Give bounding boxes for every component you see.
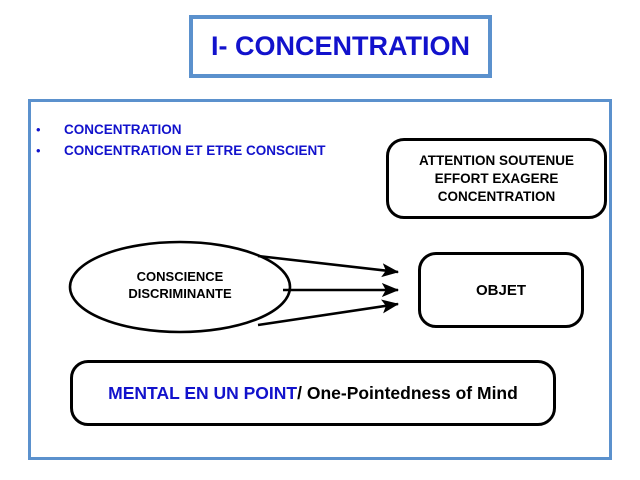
bullet-marker-icon: • — [36, 122, 41, 137]
mental-box-text: MENTAL EN UN POINT/ One-Pointedness of M… — [108, 380, 518, 406]
list-item: • CONCENTRATION — [36, 120, 396, 139]
list-item-label: CONCENTRATION ET ETRE CONSCIENT — [64, 143, 326, 158]
list-item: • CONCENTRATION ET ETRE CONSCIENT — [36, 141, 396, 160]
list-item-label: CONCENTRATION — [64, 122, 182, 137]
attention-line-1: ATTENTION SOUTENUE — [419, 152, 574, 168]
mental-highlight-text: MENTAL EN UN POINT — [108, 383, 298, 403]
conscience-ellipse-label: CONSCIENCE DISCRIMINANTE — [70, 268, 290, 302]
attention-box: ATTENTION SOUTENUE EFFORT EXAGERE CONCEN… — [386, 138, 607, 219]
attention-line-2: EFFORT EXAGERE — [434, 170, 559, 186]
attention-line-3: CONCENTRATION — [437, 188, 556, 204]
mental-box: MENTAL EN UN POINT/ One-Pointedness of M… — [70, 360, 556, 426]
attention-box-text: ATTENTION SOUTENUE EFFORT EXAGERE CONCEN… — [419, 152, 574, 206]
bullet-list: • CONCENTRATION • CONCENTRATION ET ETRE … — [36, 120, 396, 162]
page-title: I- CONCENTRATION — [211, 31, 470, 61]
ellipse-line-2: DISCRIMINANTE — [128, 286, 232, 301]
bullet-marker-icon: • — [36, 143, 41, 158]
ellipse-line-1: CONSCIENCE — [136, 269, 224, 284]
mental-rest-text: / One-Pointedness of Mind — [297, 383, 518, 403]
slide-title-box: I- CONCENTRATION — [189, 15, 492, 78]
objet-box-label: OBJET — [475, 281, 526, 299]
objet-box: OBJET — [418, 252, 584, 328]
